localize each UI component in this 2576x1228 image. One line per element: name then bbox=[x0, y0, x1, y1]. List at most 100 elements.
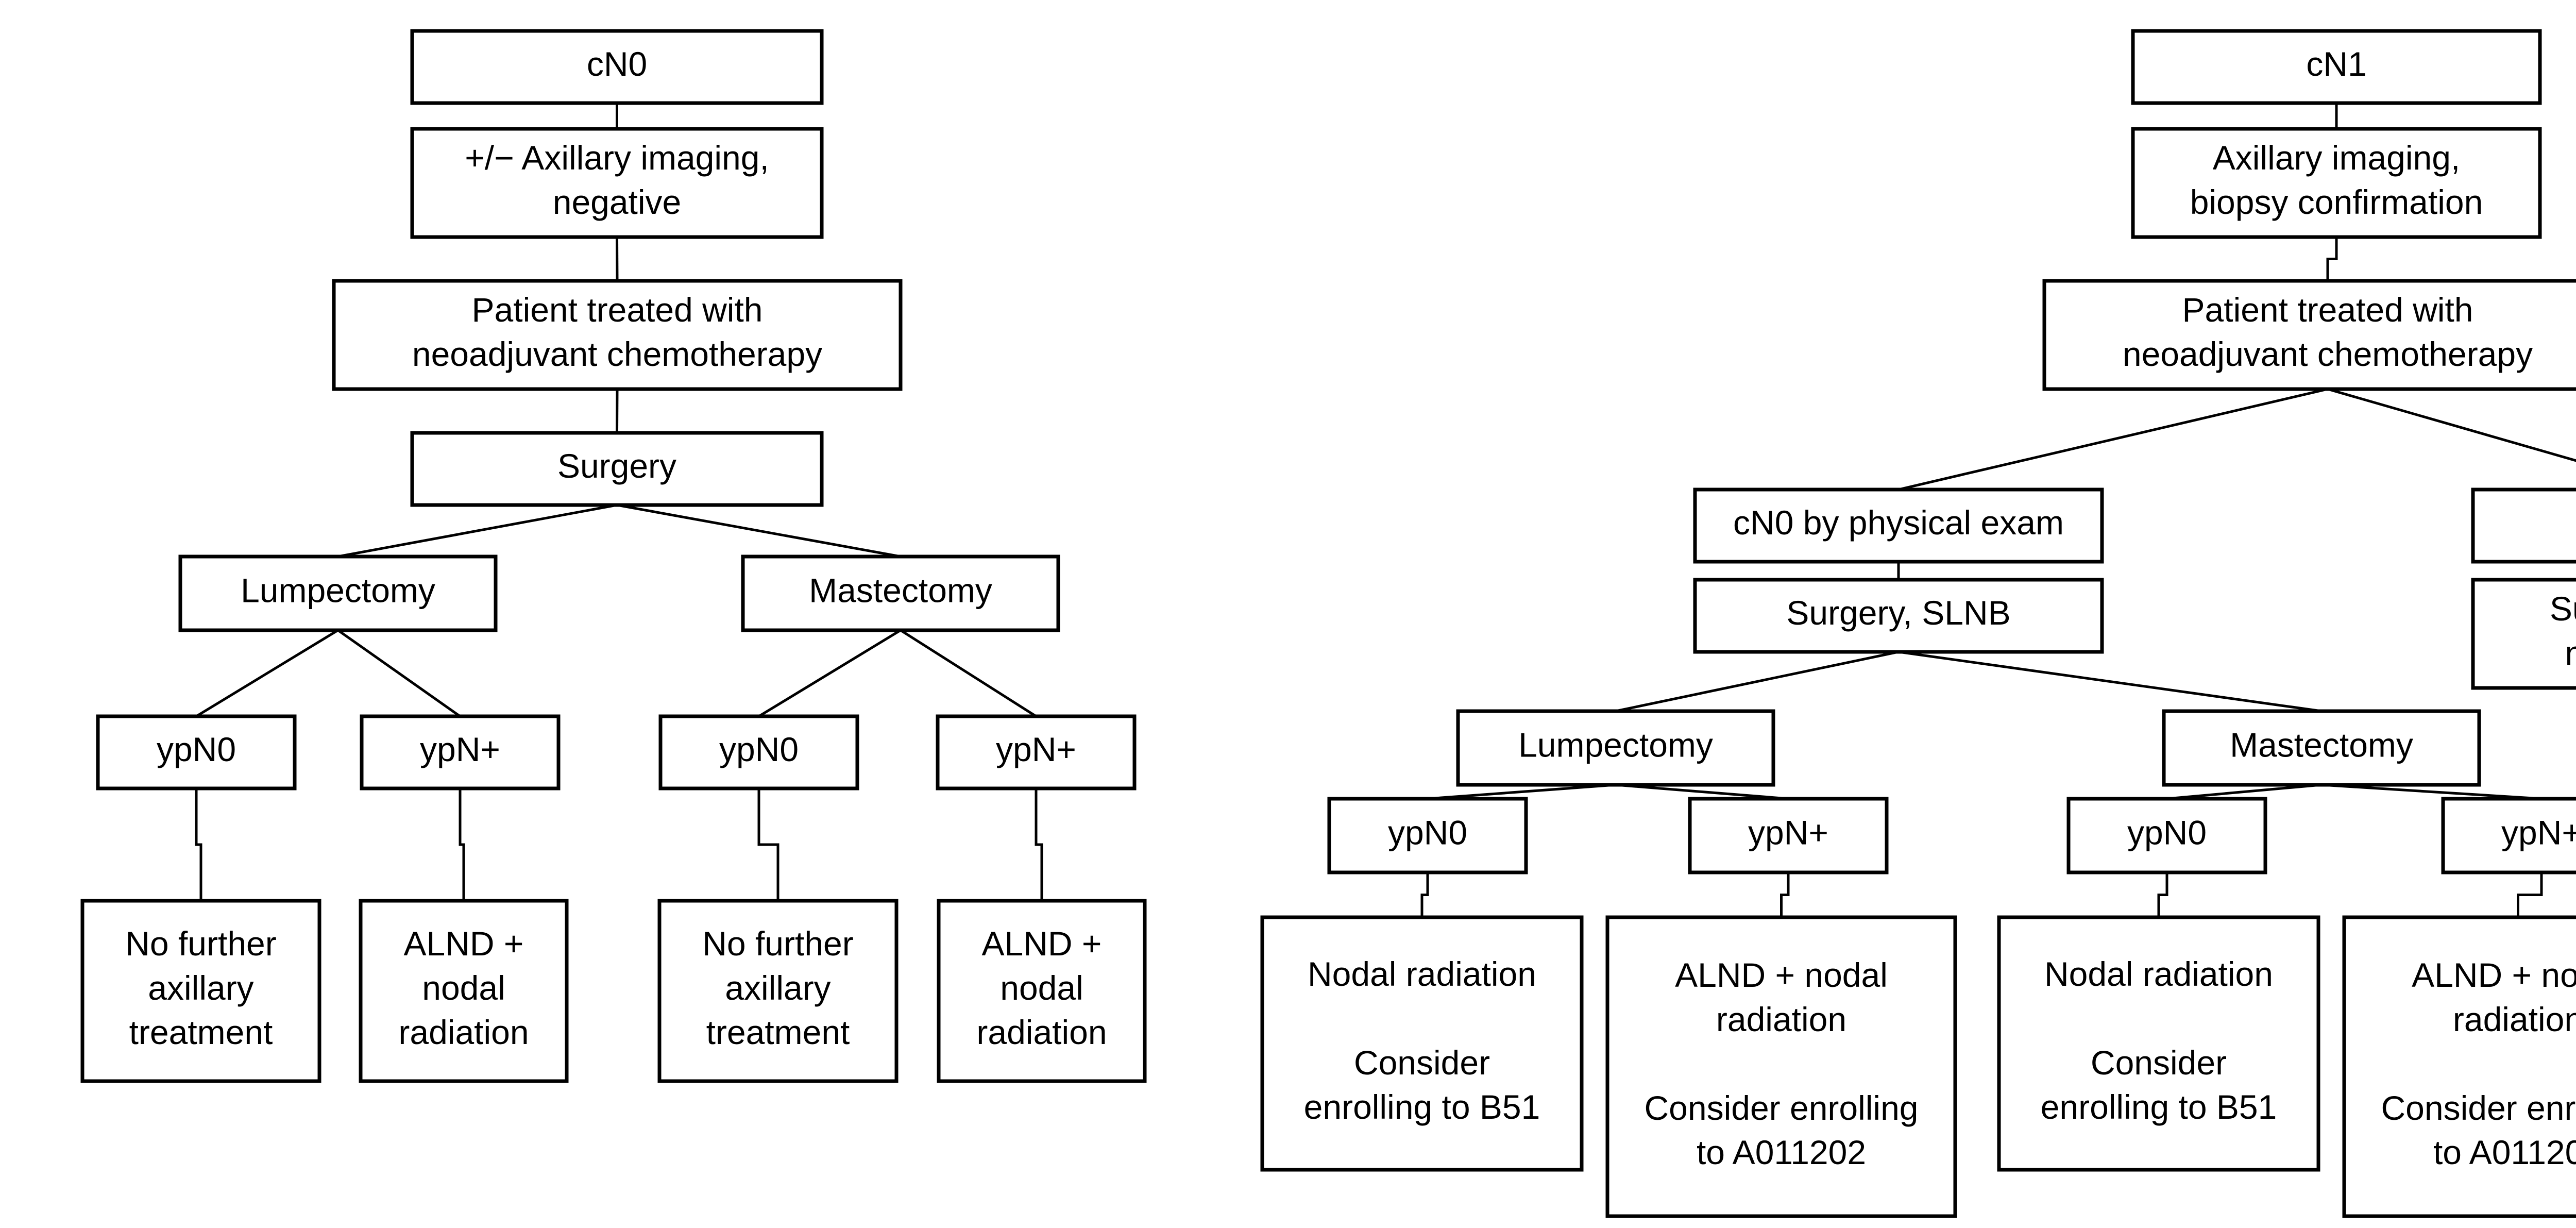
node-r-cn0-exam[interactable]: cN0 by physical exam bbox=[1693, 487, 2104, 564]
node-box-l-mast-ypnplus bbox=[936, 714, 1137, 790]
node-box-r-mast-ypn0 bbox=[2066, 797, 2267, 874]
node-box-r-cn1 bbox=[2131, 29, 2542, 105]
node-r-mastectomy[interactable]: Mastectomy bbox=[2162, 709, 2481, 787]
node-box-r-lump-ypn0 bbox=[1327, 797, 1528, 874]
connector-r-surgery-slnb-to-r-lumpectomy bbox=[1615, 650, 1899, 713]
connector-l-lump-ypnplus-to-l-lump-ypnplus-out bbox=[459, 788, 465, 901]
nodes-layer: cN0 +/− Axillary imaging,negativePatient … bbox=[80, 29, 2576, 1218]
node-r-lumpectomy[interactable]: Lumpectomy bbox=[1456, 709, 1775, 787]
node-l-mastectomy[interactable]: Mastectomy bbox=[741, 554, 1060, 632]
node-line: treatment bbox=[129, 1013, 273, 1051]
node-box-l-mast-ypn0 bbox=[658, 714, 859, 790]
node-line: enrolling to B51 bbox=[1304, 1088, 1540, 1126]
node-line bbox=[2154, 999, 2163, 1037]
node-line: nodal bbox=[1000, 969, 1083, 1007]
node-l-chemo[interactable]: Patient treated with neoadjuvant chemothe… bbox=[332, 279, 903, 391]
node-r-mast-ypnplus[interactable]: ypN+ bbox=[2441, 797, 2576, 874]
node-line: to A011202 bbox=[2433, 1133, 2576, 1171]
connector-l-lump-ypn0-to-l-lump-ypn0-out bbox=[195, 788, 202, 901]
node-line: biopsy confirmation bbox=[2190, 183, 2483, 221]
node-line: cN1 bbox=[2306, 45, 2366, 83]
node-line: ypN0 bbox=[2127, 814, 2207, 852]
node-label-l-mast-ypnplus: ypN+ bbox=[996, 730, 1076, 768]
connector-r-chemo-to-r-remains-cn1 bbox=[2327, 388, 2576, 462]
node-l-mast-ypn0[interactable]: ypN0 bbox=[658, 714, 859, 790]
node-box-r-mast-ypn0-out bbox=[1997, 915, 2320, 1172]
node-box-l-lump-ypn0-out bbox=[80, 899, 321, 1083]
node-line: ypN0 bbox=[1388, 814, 1467, 852]
node-line: nodal bbox=[422, 969, 505, 1007]
node-line: Lumpectomy bbox=[1518, 726, 1713, 764]
node-label-r-surgery-slnb: Surgery, SLNB bbox=[1786, 594, 2010, 632]
node-r-surgery-slnb[interactable]: Surgery, SLNB bbox=[1693, 578, 2104, 654]
connector-l-surgery-to-l-lumpectomy bbox=[337, 503, 617, 558]
node-box-l-cn0 bbox=[410, 29, 824, 105]
node-box-r-chemo bbox=[2042, 279, 2576, 391]
node-l-lumpectomy[interactable]: Lumpectomy bbox=[178, 554, 498, 632]
node-box-l-lump-ypn0 bbox=[96, 714, 297, 790]
node-line: Lumpectomy bbox=[241, 571, 435, 610]
node-line: enrolling to B51 bbox=[2041, 1088, 2277, 1126]
node-line: Patient treated with bbox=[472, 291, 763, 329]
connector-r-lump-ypnplus-to-r-lump-ypnplus-out bbox=[1780, 872, 1790, 917]
node-r-lump-ypn0[interactable]: ypN0 bbox=[1327, 797, 1528, 874]
node-r-lump-ypnplus[interactable]: ypN+ bbox=[1688, 797, 1889, 874]
node-line: No further bbox=[702, 924, 853, 963]
node-r-mast-ypn0[interactable]: ypN0 bbox=[2066, 797, 2267, 874]
node-label-r-mast-ypnplus: ypN+ bbox=[2501, 814, 2576, 852]
connector-l-surgery-to-l-mastectomy bbox=[617, 503, 901, 558]
node-label-r-remains-cn1: Remains cN1 bbox=[2574, 503, 2576, 542]
node-box-r-surgery-slnb bbox=[1693, 578, 2104, 654]
node-line: neoadjuvant chemotherapy bbox=[2123, 335, 2533, 373]
connector-l-mast-ypn0-to-l-mast-ypn0-out bbox=[757, 788, 779, 901]
node-box-r-mast-ypnplus bbox=[2441, 797, 2576, 874]
connector-r-lumpectomy-to-r-lump-ypnplus bbox=[1615, 783, 1789, 800]
node-box-r-lumpectomy bbox=[1456, 709, 1775, 787]
node-r-remains-cn1[interactable]: Remains cN1 bbox=[2471, 487, 2576, 564]
node-r-surgery-alnd[interactable]: Surgery, ALND +nodal radiation bbox=[2471, 578, 2576, 690]
node-line: radiation bbox=[1716, 1000, 1846, 1038]
node-l-lump-ypnplus[interactable]: ypN+ bbox=[360, 714, 561, 790]
node-box-l-lump-ypnplus bbox=[360, 714, 561, 790]
node-l-lump-ypn0[interactable]: ypN0 bbox=[96, 714, 297, 790]
node-l-surgery[interactable]: Surgery bbox=[410, 431, 824, 507]
node-line: to A011202 bbox=[1697, 1133, 1866, 1171]
node-label-l-axillary: +/− Axillary imaging,negative bbox=[465, 139, 769, 221]
connector-l-axillary-to-l-chemo bbox=[616, 237, 619, 281]
node-line: ypN0 bbox=[157, 730, 236, 768]
connector-r-mastectomy-to-r-mast-ypn0 bbox=[2166, 783, 2322, 800]
node-box-r-surgery-alnd bbox=[2471, 578, 2576, 690]
node-box-r-lump-ypnplus bbox=[1688, 797, 1889, 874]
node-box-l-lumpectomy bbox=[178, 554, 498, 632]
node-line: neoadjuvant chemotherapy bbox=[412, 335, 822, 373]
node-l-mast-ypnplus[interactable]: ypN+ bbox=[936, 714, 1137, 790]
node-l-cn0[interactable]: cN0 bbox=[410, 29, 824, 105]
node-line: Consider enrolling bbox=[2381, 1089, 2576, 1127]
connector-l-chemo-to-l-surgery bbox=[616, 389, 619, 433]
node-line: ypN+ bbox=[1748, 814, 1828, 852]
node-box-r-lump-ypnplus-out bbox=[1605, 915, 1957, 1218]
node-label-r-axillary: Axillary imaging,biopsy confirmation bbox=[2190, 139, 2483, 221]
connector-r-chemo-to-r-cn0-exam bbox=[1898, 388, 2328, 491]
node-r-cn1[interactable]: cN1 bbox=[2131, 29, 2542, 105]
node-l-axillary[interactable]: +/− Axillary imaging,negative bbox=[410, 127, 824, 239]
node-line: cN0 bbox=[587, 45, 647, 83]
connector-r-surgery-slnb-to-r-mastectomy bbox=[1898, 650, 2322, 713]
node-line: ALND + nodal bbox=[1675, 956, 1888, 994]
node-box-r-lump-ypn0-out bbox=[1260, 915, 1584, 1172]
node-line: negative bbox=[553, 183, 682, 221]
node-r-axillary[interactable]: Axillary imaging,biopsy confirmation bbox=[2131, 127, 2542, 239]
node-line: axillary bbox=[725, 969, 831, 1007]
node-line: ALND + bbox=[404, 924, 524, 963]
